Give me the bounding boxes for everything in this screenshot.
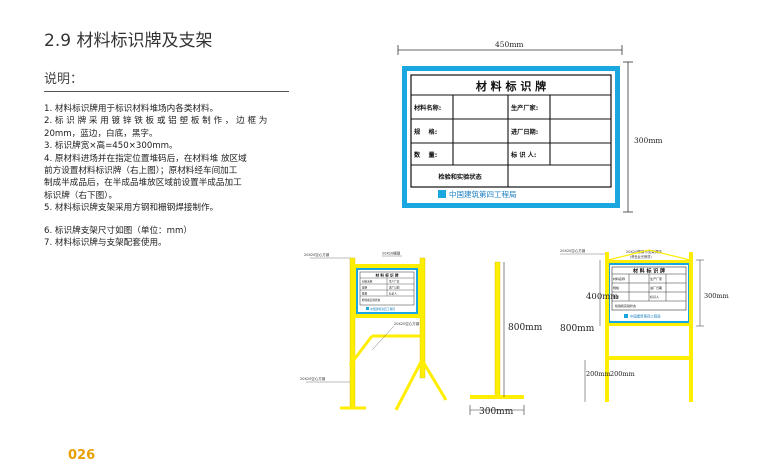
dim-bottom-left: 200mm <box>586 370 611 378</box>
stand-post <box>494 261 501 398</box>
stand-leg <box>605 252 609 402</box>
stand-sign-company: 中国建筑第四工程局 <box>370 307 395 311</box>
sign-face <box>407 71 615 203</box>
note-item: 6. 标识牌支架尺寸如图（单位：mm） <box>44 225 192 236</box>
annotation: (黄色反光烤漆) <box>630 254 652 259</box>
company-logo-icon <box>438 190 446 198</box>
dim-height-label: 800mm <box>508 323 543 333</box>
company-logo-icon <box>624 314 628 318</box>
stand-sign-label: 材料名称 <box>362 280 373 284</box>
note-gap <box>44 215 294 225</box>
dim-width-label: 300mm <box>479 407 514 417</box>
dim-leg-label: 800mm <box>560 324 595 334</box>
notes-list: 1. 材料标识牌用于标识材料堆场内各类材料。 2. 标 识 牌 采 用 镀 锌 … <box>44 103 294 249</box>
page-number: 026 <box>68 448 96 463</box>
stand-sign-label: 检验和实验状态 <box>362 298 381 302</box>
note-item: 5. 材料标识牌支架采用方钢和栅钢焊接制作。 <box>44 203 219 214</box>
sign-label-qty: 数 量: <box>414 151 437 159</box>
note-item: 2. 标 识 牌 采 用 镀 锌 铁 板 或 铝 塑 板 制 作 ， 边 框 为 <box>44 116 268 127</box>
stand-sign-table <box>611 266 687 311</box>
sign-label-person: 标 识 人: <box>510 151 536 159</box>
company-name: 中国建筑第四工程局 <box>449 189 517 199</box>
stand-crossbar <box>605 356 693 360</box>
title-divider <box>44 91 289 92</box>
stand-sign-label: 标识人 <box>389 292 397 296</box>
stand-sign-title: 材 料 标 识 牌 <box>633 268 665 275</box>
stand-sign-title: 材 料 标 识 牌 <box>375 273 399 278</box>
stand-top-bar <box>607 249 691 261</box>
annotation: 20X20空心方钢 <box>394 321 420 326</box>
stand-sign-label: 规格 <box>613 285 619 290</box>
sign-label-maker: 生产厂家: <box>511 104 538 112</box>
sign-table <box>410 74 612 188</box>
stand-brace <box>348 335 374 366</box>
note-item: 4. 原材料进场并在指定位置堆码后，在材料堆 放区域 <box>44 153 247 164</box>
note-item: 1. 材料标识牌用于标识材料堆场内各类材料。 <box>44 104 219 114</box>
stand-brace <box>394 359 424 411</box>
section-title: 2.9 材料标识牌及支架 <box>44 31 213 51</box>
note-item: 7. 材料标识牌与支架配套使用。 <box>44 238 167 249</box>
sign-label-name: 材料名称: <box>413 104 441 112</box>
sign-label-status: 检验和实验状态 <box>438 173 482 181</box>
stand-sign-label: 进厂日期 <box>650 285 662 290</box>
stand-sign-label: 进厂日期 <box>389 286 400 290</box>
sign-title: 材 料 标 识 牌 <box>476 79 546 93</box>
stand-sign-table <box>359 271 415 306</box>
stand-drawing-right: 材 料 标 识 牌 材料名称 生产厂家 规格 进厂日期 数量 标识人 检验和实验… <box>560 248 729 402</box>
annotation: 20X20空心方钢 <box>304 252 330 257</box>
stand-drawing-side: 800mm 300mm <box>469 261 543 417</box>
stand-brace <box>420 359 448 401</box>
leader-line <box>371 325 395 351</box>
stand-sign-label: 规格 <box>362 286 368 290</box>
dim-width-label: 450mm <box>495 40 524 49</box>
sign-drawing: 450mm 300mm 材 料 标 识 牌 材料名称: 生产厂家: 规 格: 进… <box>397 40 663 213</box>
note-item: 制成半成品后，在半成品堆放区域前设置半成品加工 <box>44 178 242 189</box>
note-item: 前方设置材料标识牌（右上图）；原材料经车间加工 <box>44 166 238 177</box>
stand-leg <box>689 252 693 402</box>
stand-sign-label: 数量 <box>613 294 619 299</box>
dim-bottom-right: 200mm <box>610 370 635 378</box>
dim-sign-height: 400mm <box>586 292 618 302</box>
stand-sign-label: 生产厂家 <box>650 276 662 281</box>
note-item: 标识牌（右下图）。 <box>44 190 118 201</box>
stand-sign-label: 数量 <box>362 292 368 296</box>
stand-sign-label: 材料名称 <box>613 276 625 281</box>
note-item: 3. 标识牌宽×高=450×300mm。 <box>44 141 178 152</box>
note-item: 20mm，蓝边，白底，黑字。 <box>44 128 158 139</box>
stand-sign-label: 生产厂家 <box>389 280 400 284</box>
annotation: 20X20栅钢 <box>382 251 401 256</box>
stand-sign-company: 中国建筑第四工程局 <box>630 314 661 319</box>
dim-height-label: 300mm <box>634 136 663 145</box>
annotation: 20X20空心方钢 <box>300 376 326 381</box>
company-logo-icon <box>366 307 369 310</box>
stand-sign-label: 标识人 <box>650 294 659 299</box>
dim-right-label: 300mm <box>704 292 729 300</box>
sign-label-spec: 规 格: <box>414 128 437 136</box>
section-subtitle: 说明： <box>44 72 84 87</box>
sign-label-date: 进厂日期: <box>511 128 538 136</box>
stand-drawing-left: 材 料 标 识 牌 材料名称 生产厂家 规格 进厂日期 数量 标识人 检验和实验… <box>300 251 448 411</box>
stand-sign-label: 检验和实验状态 <box>615 303 636 308</box>
annotation: 20X20空心方钢 <box>560 248 586 253</box>
